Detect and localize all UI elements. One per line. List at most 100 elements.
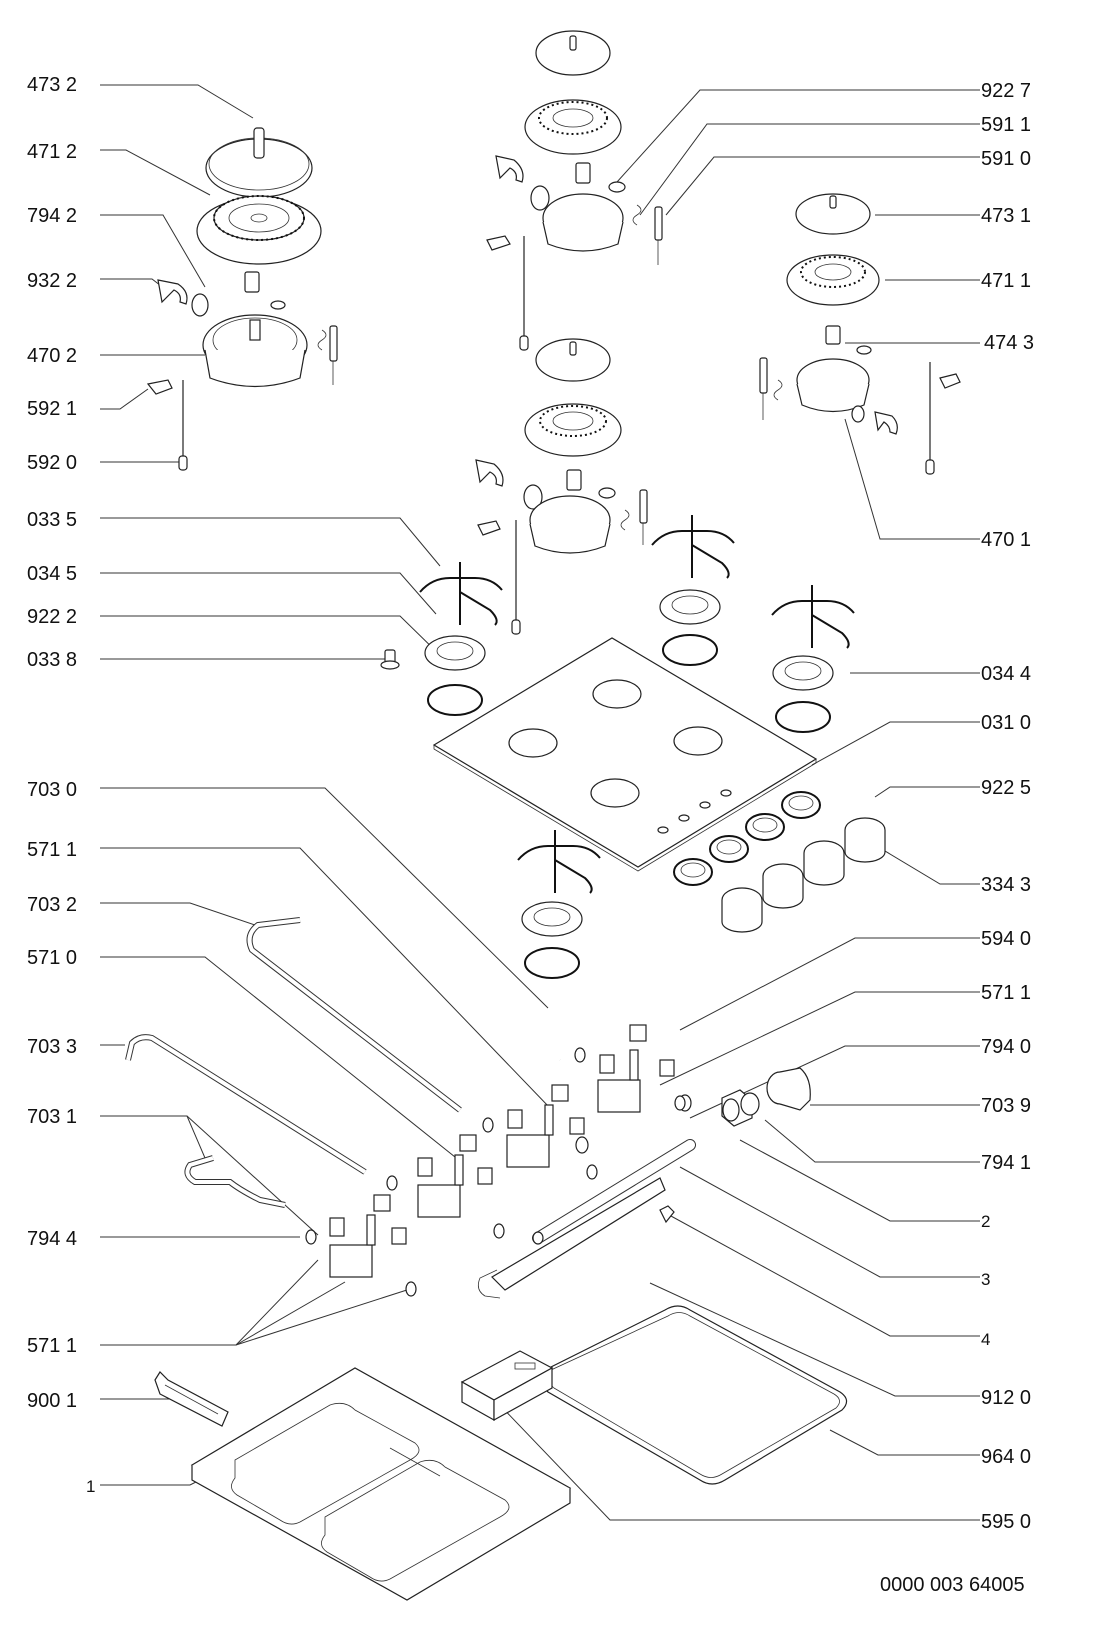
gas-pipe <box>246 917 462 1113</box>
injector <box>244 271 260 293</box>
leader-line <box>100 388 149 410</box>
callout-label: 571 1 <box>981 982 1031 1004</box>
spring <box>773 379 783 401</box>
leader-line <box>829 1429 980 1456</box>
leader-line <box>844 418 980 540</box>
pan-supports <box>419 515 855 894</box>
gas-valve <box>305 1175 417 1297</box>
callout-label: 922 2 <box>27 606 77 628</box>
callout-label: 3 <box>981 1270 990 1289</box>
thermocouple-clip <box>939 373 961 389</box>
burner-cap <box>535 338 611 382</box>
control-knob <box>762 863 804 909</box>
knob-hole <box>699 801 711 809</box>
callout-label: 470 2 <box>27 345 77 367</box>
hob-seal <box>540 1305 848 1485</box>
washer <box>856 345 872 355</box>
screw <box>659 1205 675 1224</box>
callout-label: 794 4 <box>27 1228 77 1250</box>
thermocouple-clip <box>486 235 511 251</box>
leader-line <box>659 1209 980 1337</box>
callout-label: 922 5 <box>981 777 1031 799</box>
injector <box>575 162 591 184</box>
leader-line <box>100 149 211 196</box>
control-knob <box>721 887 763 933</box>
pan-support <box>771 585 855 649</box>
knob-seals <box>673 791 821 886</box>
seal-ring <box>851 405 865 423</box>
callout-label: 595 0 <box>981 1511 1031 1533</box>
callout-label: 900 1 <box>27 1390 77 1412</box>
leader-line <box>679 1166 980 1278</box>
clip <box>157 279 188 305</box>
spill-ring <box>659 589 721 625</box>
hob-top <box>432 637 818 868</box>
callout-label: 794 2 <box>27 205 77 227</box>
callout-label: 2 <box>981 1212 990 1231</box>
manifold-and-fittings <box>477 1067 811 1299</box>
injector <box>825 325 841 345</box>
callout-label: 034 5 <box>27 563 77 585</box>
burner-hole <box>508 728 558 758</box>
leader-line <box>811 721 980 766</box>
gas-pipes <box>125 917 567 1208</box>
washer <box>270 300 286 310</box>
mounting-bracket <box>154 1371 229 1427</box>
burner-assembly-left <box>146 127 338 471</box>
seal-ring <box>523 484 543 510</box>
callout-label: 033 8 <box>27 649 77 671</box>
callout-label: 571 1 <box>27 839 77 861</box>
knob-hole <box>678 814 690 822</box>
callout-label: 794 0 <box>981 1036 1031 1058</box>
leader-line <box>100 84 254 119</box>
leader-line <box>739 1139 980 1222</box>
leader-line <box>100 214 206 288</box>
callout-label: 594 0 <box>981 928 1031 950</box>
leader-line <box>100 572 437 615</box>
electrode <box>639 489 648 524</box>
callout-label: 964 0 <box>981 1446 1031 1468</box>
leader-line <box>659 991 980 1086</box>
control-knob <box>803 840 845 886</box>
burner-cap <box>535 30 611 76</box>
pan-support <box>651 515 735 579</box>
clip <box>475 459 504 487</box>
spill-ring <box>521 901 583 937</box>
leader-line <box>679 937 980 1031</box>
seal-gasket <box>662 634 718 666</box>
gas-valves <box>305 1024 692 1297</box>
thermocouple-clip <box>477 520 501 536</box>
callout-label: 473 1 <box>981 205 1031 227</box>
seal-ring <box>191 293 209 317</box>
thermocouple-clip <box>146 379 173 395</box>
leader-line <box>235 1281 346 1346</box>
spring <box>620 509 630 531</box>
injector <box>566 469 582 491</box>
left-labels: 473 2 471 2 794 2 932 2 470 2 592 1 592 … <box>27 74 95 1496</box>
callout-label: 034 4 <box>981 663 1031 685</box>
leader-line <box>639 123 980 216</box>
leader-line <box>100 902 256 926</box>
control-knob <box>844 817 886 863</box>
leader-line <box>494 1399 980 1521</box>
leader-line <box>665 156 980 216</box>
leader-line <box>235 1288 411 1346</box>
callout-label: 592 1 <box>27 398 77 420</box>
electrode <box>329 325 338 362</box>
spill-ring <box>424 635 486 671</box>
leader-line <box>649 1282 980 1397</box>
callout-label: 031 0 <box>981 712 1031 734</box>
leader-line <box>186 1115 319 1236</box>
knob-seal <box>673 858 713 886</box>
bottom-parts <box>154 1305 848 1485</box>
leader-line <box>100 517 441 567</box>
gas-valve <box>506 1047 598 1180</box>
knob-hole <box>720 789 732 797</box>
leader-line <box>764 1119 980 1163</box>
leader-line <box>879 847 980 885</box>
callout-label: 591 0 <box>981 148 1031 170</box>
seal-ring <box>530 185 550 211</box>
ignition-box <box>460 1350 554 1422</box>
leader-line <box>100 787 549 1009</box>
callout-label: 470 1 <box>981 529 1031 551</box>
